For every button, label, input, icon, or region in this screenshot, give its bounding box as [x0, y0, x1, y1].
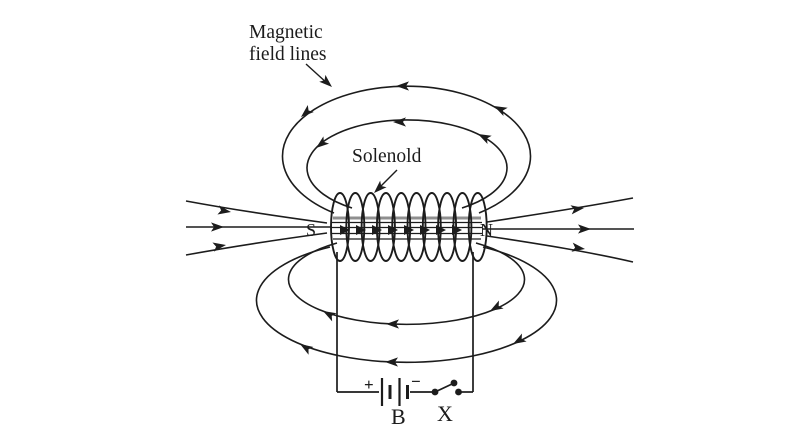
solenoid-label: Solenold — [352, 146, 422, 167]
solenoid-coil — [330, 192, 488, 262]
field-lines-label-line2: field lines — [249, 44, 326, 65]
solenoid-leader-arrow — [370, 169, 398, 197]
field-loop-top-outer — [281, 81, 532, 214]
battery-plus-sign: + — [364, 375, 374, 394]
field-loop-top-inner — [306, 117, 508, 209]
switch-icon — [431, 379, 462, 396]
north-pole-label: N — [480, 220, 493, 240]
field-loop-bottom-inner — [287, 242, 526, 329]
switch-label: X — [437, 401, 453, 426]
field-lines-left — [185, 200, 332, 256]
battery-minus-sign: − — [411, 372, 421, 391]
circuit-wires — [336, 252, 474, 393]
field-loop-bottom-outer — [255, 246, 558, 367]
battery-icon — [380, 378, 409, 406]
field-lines-right — [482, 197, 634, 263]
field-lines-leader-arrow — [305, 63, 336, 91]
battery-label: B — [391, 404, 406, 429]
field-lines-label-line1: Magnetic — [249, 22, 323, 43]
south-pole-label: S — [306, 220, 316, 240]
